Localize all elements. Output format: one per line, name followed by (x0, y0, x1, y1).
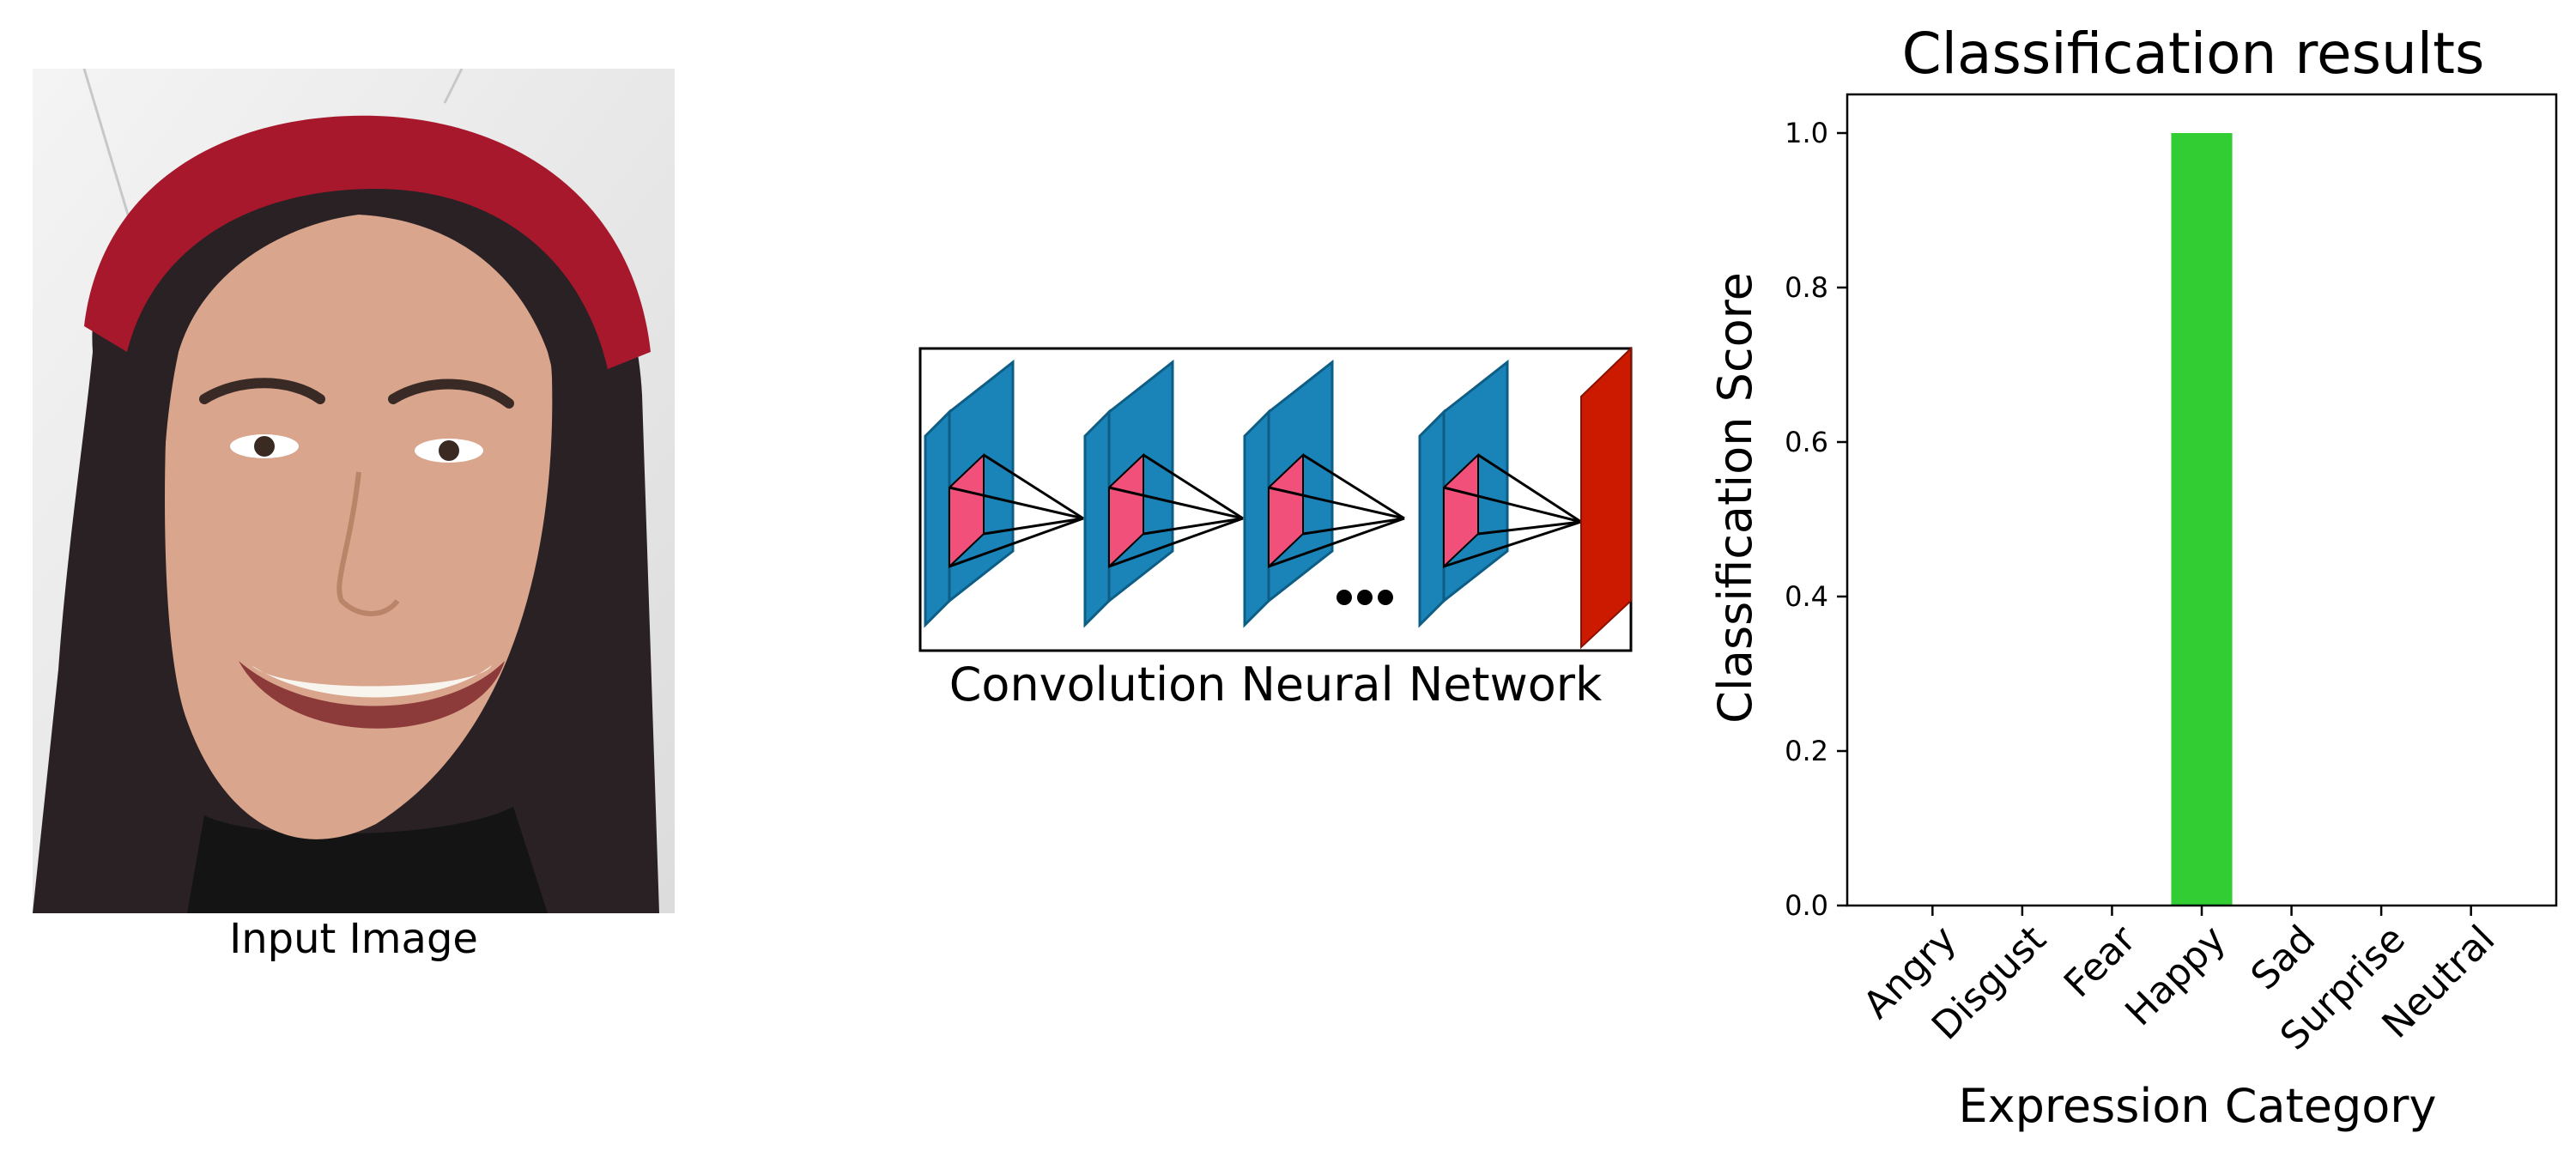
input-image-label: Input Image (229, 915, 478, 963)
cnn-layer-3 (1243, 359, 1405, 628)
x-tick-label-sad: Sad (2243, 918, 2324, 999)
y-tick-label: 0.0 (1785, 889, 1828, 922)
cnn-output-layer (1580, 346, 1632, 650)
x-tick-label-happy: Happy (2117, 918, 2234, 1034)
cnn-layer-2 (1083, 359, 1244, 628)
y-tick-label: 0.6 (1785, 426, 1828, 458)
bar-happy (2171, 133, 2233, 906)
y-tick-label: 0.8 (1785, 271, 1828, 304)
input-image (33, 68, 675, 913)
face-photo (33, 68, 675, 913)
y-tick-label: 0.4 (1785, 580, 1828, 613)
y-axis-label: Classification Score (1708, 272, 1762, 724)
y-tick-label: 0.2 (1785, 735, 1828, 767)
cnn-diagram (918, 346, 1633, 652)
cnn-diagram-graphic (918, 346, 1633, 652)
cnn-layer-1 (924, 359, 1084, 628)
x-axis-label: Expression Category (1959, 1079, 2437, 1133)
y-tick-label: 1.0 (1785, 117, 1828, 149)
cnn-layer-4 (1418, 359, 1582, 628)
chart-title: Classification results (1902, 21, 2485, 87)
ellipsis-dots (1336, 590, 1393, 605)
cnn-label: Convolution Neural Network (949, 657, 1603, 712)
